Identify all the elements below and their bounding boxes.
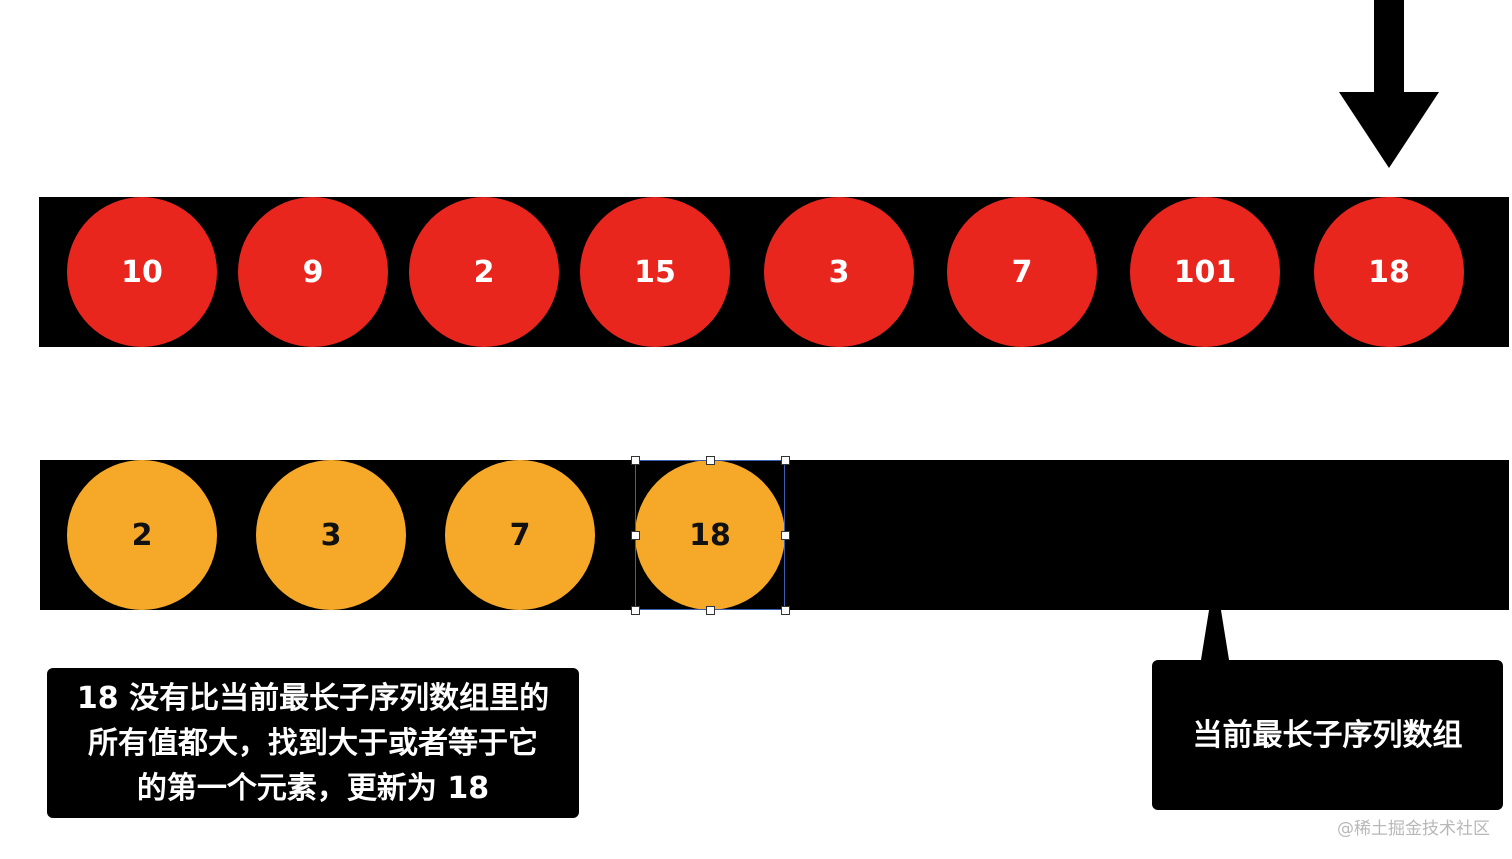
input-element: 9 <box>238 197 388 347</box>
explanation-line: 18 没有比当前最长子序列数组里的 <box>76 680 550 716</box>
explanation-line: 所有值都大，找到大于或者等于它 <box>88 725 538 761</box>
lis-element: 7 <box>445 460 595 610</box>
input-element-current: 18 <box>1314 197 1464 347</box>
explanation-line: 的第一个元素，更新为 18 <box>136 770 490 806</box>
explanation-box: 18 没有比当前最长子序列数组里的 所有值都大，找到大于或者等于它 的第一个元素… <box>47 668 579 818</box>
down-arrow-icon <box>1339 0 1439 168</box>
input-element: 10 <box>67 197 217 347</box>
input-element: 7 <box>947 197 1097 347</box>
lis-element-updated: 18 <box>635 460 785 610</box>
lis-callout-box: 当前最长子序列数组 <box>1152 660 1503 810</box>
input-element: 2 <box>409 197 559 347</box>
input-element: 15 <box>580 197 730 347</box>
lis-callout-label: 当前最长子序列数组 <box>1192 717 1463 753</box>
lis-element: 3 <box>256 460 406 610</box>
watermark: @稀土掘金技术社区 <box>1337 819 1490 839</box>
input-element: 101 <box>1130 197 1280 347</box>
input-element: 3 <box>764 197 914 347</box>
callout-pointer <box>1200 604 1230 666</box>
lis-element: 2 <box>67 460 217 610</box>
